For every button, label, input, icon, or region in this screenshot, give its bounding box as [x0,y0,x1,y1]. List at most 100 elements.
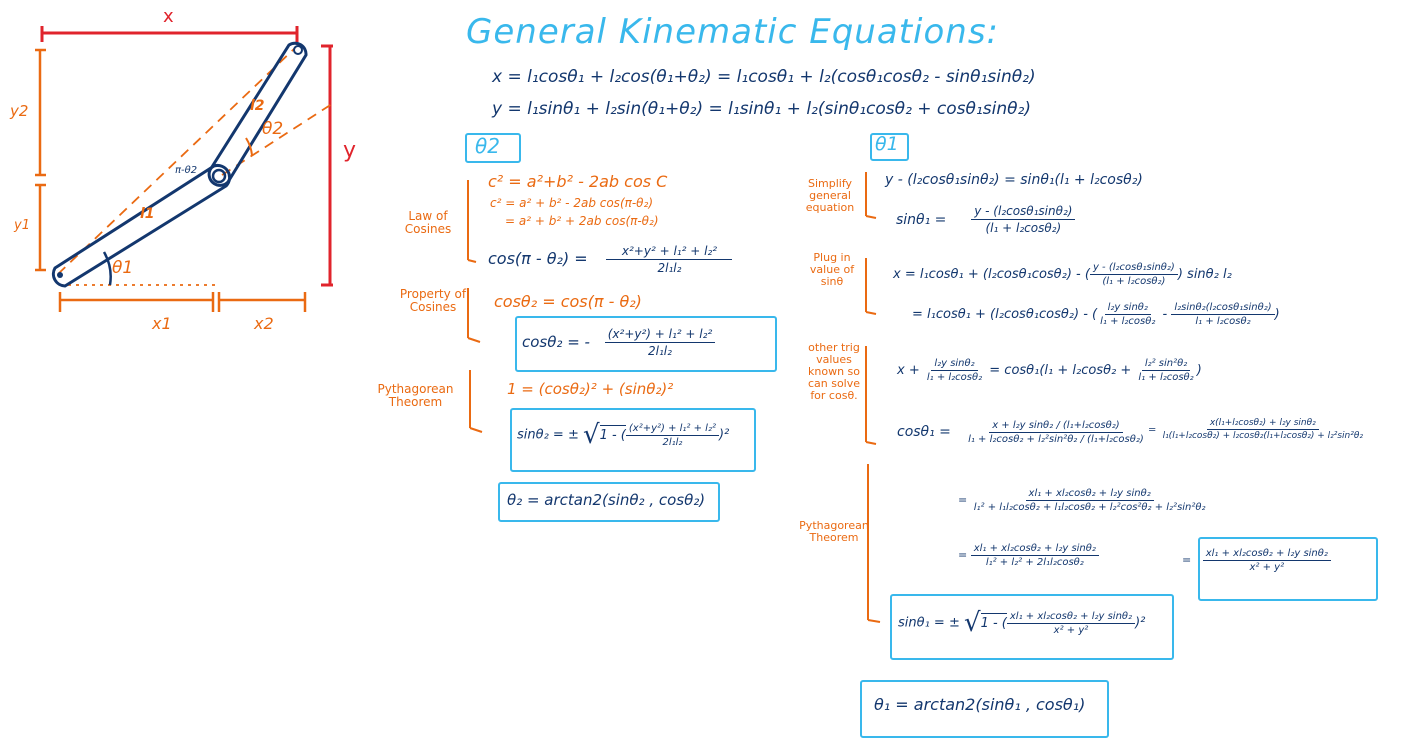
loc-result: cos(π - θ₂) = x²+y² + l₁² + l₂² 2l₁l₂ [488,244,733,275]
sin-box-inner: 1 - ( [980,612,1007,631]
theta1-brackets [865,172,881,623]
other-trig-label: other trig values known so can solve for… [807,341,861,402]
x1-label: x1 [152,314,172,333]
cos-theta2-eq: cosθ₂ = - (x²+y²) + l₁² + l₂² 2l₁l₂ [522,327,716,358]
sin-theta2-den: 2l₁l₂ [662,436,683,448]
sin-theta2-frac: (x²+y²) + l₁² + l₂² 2l₁l₂ [625,423,719,448]
plug-eq2-num-b: l₂sinθ₂(l₂cosθ₁sinθ₂) [1171,302,1275,315]
cos-theta1-eq2: = x(l₁+l₂cosθ₂) + l₂y sinθ₂ l₁(l₁+l₂cosθ… [1148,418,1366,441]
sin-theta1-den: (l₁ + l₂cosθ₂) [985,221,1062,235]
theta1-header-box [870,133,909,161]
sin-theta2-eq: sinθ₂ = ± √1 - ( (x²+y²) + l₁² + l₂² 2l₁… [517,420,729,450]
plug-eq1: x = l₁cosθ₁ + (l₂cosθ₁cosθ₂) - ( y - (l₂… [893,262,1232,287]
loc-result-lhs: cos(π - θ₂) = [488,249,588,268]
link-2 [207,41,308,187]
other-eq: x + l₂y sinθ₂ l₁ + l₂cosθ₂ = cosθ₁(l₁ + … [897,358,1202,383]
page-title: General Kinematic Equations: [466,12,999,52]
simplify-label: Simplify general equation [805,177,855,214]
joint-base [57,272,63,278]
loc-result-frac: x²+y² + l₁² + l₂² 2l₁l₂ [606,244,733,275]
atan-theta2-box [498,482,720,522]
loc-line2: c² = a² + b² - 2ab cos(π-θ₂) [490,196,654,210]
plug-eq2-frac-b: l₂sinθ₂(l₂cosθ₁sinθ₂) l₁ + l₂cosθ₂ [1171,302,1275,327]
y-dimension [321,44,333,287]
pythagorean-label-theta2: Pythagorean Theorem [377,382,454,409]
cos-theta1-eq3: = xl₁ + xl₂cosθ₂ + l₂y sinθ₂ l₁² + l₁l₂c… [958,488,1209,513]
plug-eq1-num: y - (l₂cosθ₁sinθ₂) [1089,262,1178,275]
other-eq-frac2: l₂² sin²θ₂ l₁ + l₂cosθ₂ [1135,358,1196,383]
atan-theta1-eq: θ₁ = arctan2(sinθ₁ , cosθ₁) [874,695,1086,714]
cos-theta1-eq: cosθ₁ = x + l₂y sinθ₂ / (l₁+l₂cosθ₂) l₁ … [897,420,1147,445]
sin-theta1-from-simplify: sinθ₁ = y - (l₂cosθ₁sinθ₂) (l₁ + l₂cosθ₂… [896,204,1076,235]
sin-theta1-box-eq: sinθ₁ = ± √1 - ( xl₁ + xl₂cosθ₂ + l₂y si… [898,608,1145,638]
property-eq: cosθ₂ = cos(π - θ₂) [494,292,642,311]
loc-line3: = a² + b² + 2ab cos(π-θ₂) [505,214,659,228]
y1-dimension [35,183,46,272]
theta1-label: θ1 [112,258,134,278]
other-eq-lhs: x + [897,363,920,378]
cos-eq2-num: x(l₁+l₂cosθ₂) + l₂y sinθ₂ [1206,418,1319,430]
simplify-eq: y - (l₂cosθ₁sinθ₂) = sinθ₁(l₁ + l₂cosθ₂) [885,172,1143,188]
cos-theta2-num: (x²+y²) + l₁² + l₂² [604,327,716,343]
plug-eq1-frac: y - (l₂cosθ₁sinθ₂) (l₁ + l₂cosθ₂) [1089,262,1178,287]
general-eq-x: x = l₁cosθ₁ + l₂cos(θ₁+θ₂) = l₁cosθ₁ + l… [492,67,1036,87]
cos-eq4-frac: xl₁ + xl₂cosθ₂ + l₂y sinθ₂ l₁² + l₂² + 2… [970,543,1099,568]
sin-box-lhs: sinθ₁ = ± [898,615,960,631]
cos-eq4-equals: = [958,548,968,562]
plug-eq1-rhs: ) sinθ₂ l₂ [1177,267,1232,282]
sin-box-den: x² + y² [1053,624,1089,636]
loc-line1: c² = a²+b² - 2ab cos C [488,172,668,191]
loc-result-den: 2l₁l₂ [657,261,682,275]
sin-theta2-close: )² [718,427,730,443]
cos-eq4-num: xl₁ + xl₂cosθ₂ + l₂y sinθ₂ [970,543,1099,556]
plug-eq2-close: ) [1274,307,1280,322]
plug-eq2: = l₁cosθ₁ + (l₂cosθ₁cosθ₂) - ( l₂y sinθ₂… [912,302,1280,327]
cos-eq2-equals: = [1148,424,1157,436]
cos-theta2-lhs: cosθ₂ = - [522,333,590,351]
pythag-eq-theta2: 1 = (cosθ₂)² + (sinθ₂)² [507,380,674,398]
theta2-header-box [465,133,521,163]
theta2-brackets [467,180,483,433]
y2-dimension [35,48,46,177]
other-eq-num2: l₂² sin²θ₂ [1141,358,1191,371]
cos-box-num: xl₁ + xl₂cosθ₂ + l₂y sinθ₂ [1202,548,1331,561]
sin-theta2-num: (x²+y²) + l₁² + l₂² [625,423,719,436]
y2-label: y2 [10,102,29,120]
other-eq-mid: = cosθ₁(l₁ + l₂cosθ₂ + [989,363,1132,378]
sqrt-sign: √ [582,420,600,450]
plug-label: Plug in value of sinθ [809,251,855,288]
sin-theta2-lhs: sinθ₂ = ± [517,427,579,443]
cos-box-frac: xl₁ + xl₂cosθ₂ + l₂y sinθ₂ x² + y² [1202,548,1331,573]
law-of-cosines-label: Law of Cosines [404,209,452,236]
sin-box-frac: xl₁ + xl₂cosθ₂ + l₂y sinθ₂ x² + y² [1006,611,1136,636]
plug-eq1-lhs: x = l₁cosθ₁ + (l₂cosθ₁cosθ₂) - ( [893,267,1090,282]
sin-theta1-lhs: sinθ₁ = [896,212,947,228]
sin-theta1-frac: y - (l₂cosθ₁sinθ₂) (l₁ + l₂cosθ₂) [971,204,1076,235]
sin-theta1-num: y - (l₂cosθ₁sinθ₂) [971,204,1076,220]
l2-label: l2 [250,98,265,114]
cos-theta2-den: 2l₁l₂ [648,344,672,358]
theta2-header: θ2 [475,134,500,158]
pythagorean-label-theta1: Pythagorean Theorem [799,519,869,544]
sin-box-num: xl₁ + xl₂cosθ₂ + l₂y sinθ₂ [1006,611,1136,624]
cos-eq2-frac: x(l₁+l₂cosθ₂) + l₂y sinθ₂ l₁(l₁+l₂cosθ₂)… [1160,418,1366,441]
cos-theta1-num: x + l₂y sinθ₂ / (l₁+l₂cosθ₂) [989,420,1123,433]
other-eq-close: ) [1196,363,1202,378]
link-1 [51,163,232,288]
cos-theta2-frac: (x²+y²) + l₁² + l₂² 2l₁l₂ [604,327,716,358]
theta1-header: θ1 [875,133,899,155]
atan-theta2-eq: θ₂ = arctan2(sinθ₂ , cosθ₂) [507,491,706,509]
y-label: y [343,138,357,163]
other-eq-num: l₂y sinθ₂ [931,358,978,371]
x-dimension [40,26,299,42]
other-eq-den: l₁ + l₂cosθ₂ [926,372,983,383]
cos-eq3-frac: xl₁ + xl₂cosθ₂ + l₂y sinθ₂ l₁² + l₁l₂cos… [971,488,1209,513]
cos-theta2-box [515,316,777,372]
sin-theta2-box [510,408,756,472]
y1-label: y1 [14,218,30,233]
pi-minus-theta2-label: π-θ2 [175,165,198,176]
plug-eq2-lhs: = l₁cosθ₁ + (l₂cosθ₁cosθ₂) - ( [912,307,1098,322]
cos-box-den: x² + y² [1249,562,1285,573]
cos-eq3-den: l₁² + l₁l₂cosθ₂ + l₁l₂cosθ₂ + l₂²cos²θ₂ … [973,502,1206,513]
property-of-cosines-label: Property of Cosines [399,287,467,314]
